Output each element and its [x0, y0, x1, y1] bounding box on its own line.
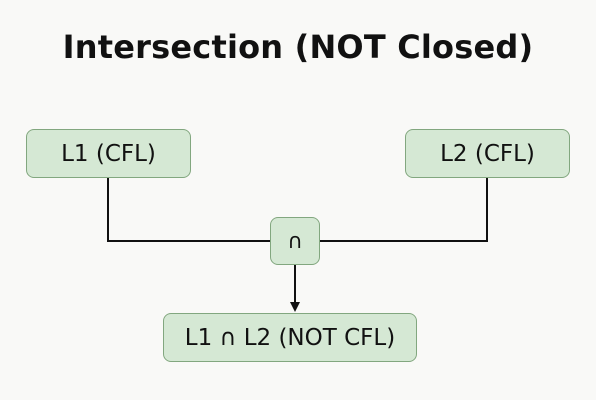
- intersection-symbol: ∩: [287, 229, 303, 253]
- node-result-label: L1 ∩ L2 (NOT CFL): [184, 324, 396, 351]
- node-l1-cfl: L1 (CFL): [26, 129, 191, 178]
- node-l2-label: L2 (CFL): [440, 140, 535, 167]
- node-l2-cfl: L2 (CFL): [405, 129, 570, 178]
- diagram-title: Intersection (NOT Closed): [62, 28, 534, 66]
- node-result-not-cfl: L1 ∩ L2 (NOT CFL): [163, 313, 417, 362]
- edge-l2-to-intersection: [320, 178, 488, 242]
- node-l1-label: L1 (CFL): [61, 140, 156, 167]
- edge-l1-to-intersection: [107, 178, 270, 242]
- node-intersection-operator: ∩: [270, 217, 320, 265]
